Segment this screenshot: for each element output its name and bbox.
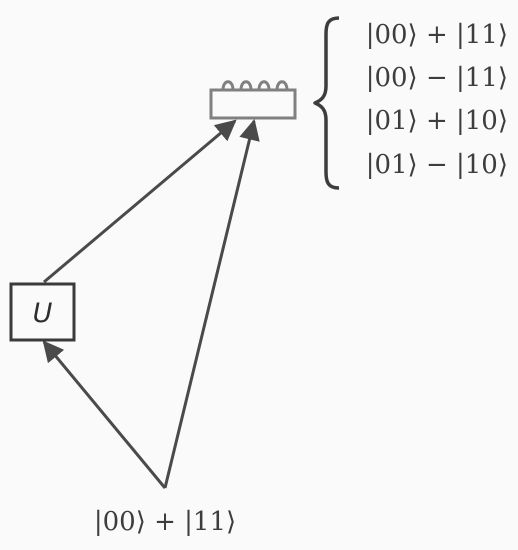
bell-measurement-device-icon	[209, 80, 297, 120]
arrow-source-to-gate	[42, 340, 167, 489]
measurement-box	[209, 88, 297, 120]
bell-state-1: |00⟩ + |11⟩	[366, 20, 508, 50]
bell-states-list: |00⟩ + |11⟩ |00⟩ − |11⟩ |01⟩ + |10⟩ |01⟩…	[366, 20, 508, 180]
arrow-source-to-measurement	[163, 118, 260, 489]
bell-state-4: |01⟩ − |10⟩	[366, 150, 508, 180]
input-state-label: |00⟩ + |11⟩	[94, 507, 236, 537]
curly-brace-icon	[313, 16, 340, 190]
measurement-loops	[221, 80, 289, 91]
gate-label: U	[33, 298, 53, 329]
bell-state-3: |01⟩ + |10⟩	[366, 106, 508, 136]
arrow-gate-to-measurement	[43, 119, 237, 284]
unitary-gate: U	[9, 282, 76, 342]
gate-box	[9, 282, 76, 342]
bell-state-2: |00⟩ − |11⟩	[366, 63, 508, 93]
